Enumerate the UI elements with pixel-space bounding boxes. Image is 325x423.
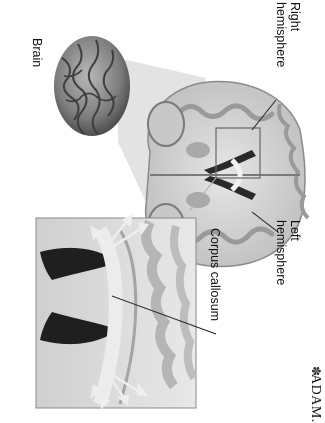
label-left-hemisphere-line1: Left	[288, 220, 302, 285]
label-right-hemisphere-line2: hemisphere	[274, 2, 288, 67]
label-right-hemisphere: Right hemisphere	[274, 2, 302, 67]
label-corpus-callosum-text: Corpus callosum	[208, 228, 222, 321]
label-right-hemisphere-line1: Right	[288, 2, 302, 67]
label-corpus-callosum: Corpus callosum	[208, 228, 222, 321]
label-left-hemisphere-line2: hemisphere	[274, 220, 288, 285]
label-brain: Brain	[30, 38, 44, 67]
zoom-inset	[36, 216, 196, 408]
brain-image	[54, 36, 130, 136]
label-left-hemisphere: Left hemisphere	[274, 220, 302, 285]
label-brain-text: Brain	[30, 38, 44, 67]
adam-logo: ADAM.	[308, 374, 322, 423]
adam-logo-text: ADAM.	[308, 374, 322, 423]
